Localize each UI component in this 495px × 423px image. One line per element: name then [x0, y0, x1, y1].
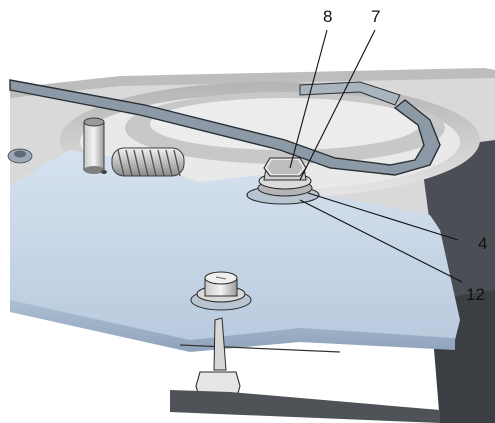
nut-washer-assembly	[246, 157, 320, 205]
spring	[111, 147, 185, 177]
bracket-arm	[9, 79, 441, 176]
leader-12	[299, 199, 463, 283]
lower-clip-nut	[170, 317, 440, 423]
base-plate	[10, 150, 460, 353]
small-screw	[7, 148, 107, 174]
front-bolt	[190, 271, 252, 311]
callout-4: 4	[478, 234, 487, 253]
leader-7	[299, 29, 376, 181]
callout-7: 7	[371, 7, 380, 26]
leader-8	[289, 29, 328, 169]
callout-8: 8	[323, 7, 332, 26]
pin	[83, 117, 105, 174]
leader-lines	[289, 29, 463, 283]
leader-4	[307, 192, 459, 241]
callout-12: 12	[466, 285, 485, 304]
